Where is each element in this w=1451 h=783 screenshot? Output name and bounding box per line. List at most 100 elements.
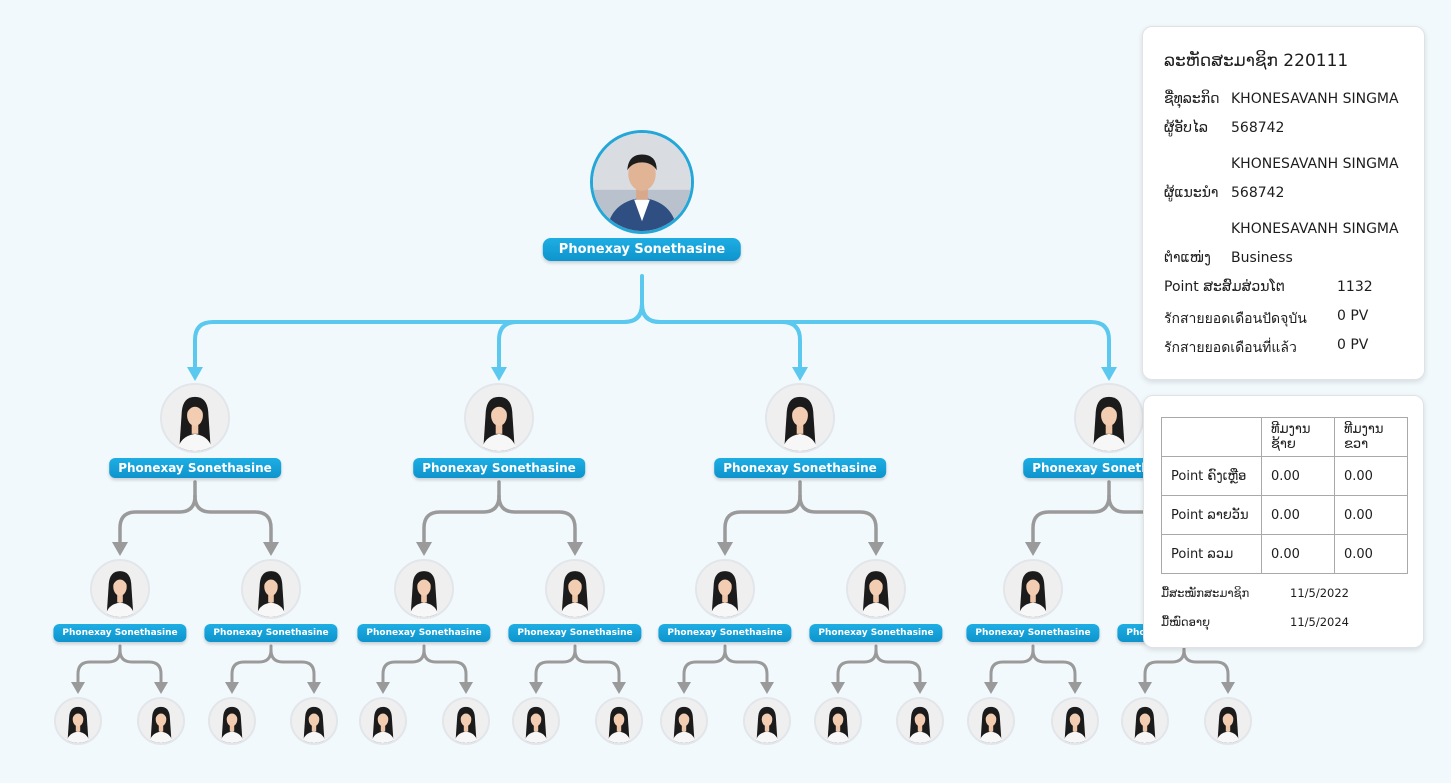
level3-avatar[interactable] <box>54 697 102 745</box>
level2-avatar[interactable] <box>545 559 605 619</box>
connector-branch <box>497 302 644 370</box>
level2-avatar[interactable] <box>695 559 755 619</box>
connector-arrow-icon <box>1101 367 1117 381</box>
level2-name-pill[interactable]: Phonexay Sonethasine <box>658 624 792 642</box>
connector-arrow-icon <box>416 542 432 556</box>
woman-photo-icon <box>1053 699 1097 743</box>
header-blank <box>1161 417 1262 457</box>
header-left-team: ທີມງານຊ້າຍ <box>1261 417 1335 457</box>
row-right-value: 0.00 <box>1334 456 1408 496</box>
row-left-value: 0.00 <box>1261 534 1335 574</box>
sponsor-id-value: 568742 <box>1231 120 1285 136</box>
connector-arrow-icon <box>307 682 321 694</box>
root-name-pill[interactable]: Phonexay Sonethasine <box>542 238 742 261</box>
level1-avatar[interactable] <box>160 383 230 453</box>
connector-arrow-icon <box>717 542 733 556</box>
connector-branch <box>836 648 878 685</box>
join-date-label: ມື້ສະໝັກສະມາຊິກ <box>1161 586 1250 600</box>
points-card: ທີມງານຊ້າຍ ທີມງານຂວາ Point ຄົງເຫຼືອ 0.00… <box>1143 395 1424 648</box>
woman-photo-icon <box>547 561 603 617</box>
growth-points-value: 1132 <box>1337 279 1373 295</box>
level3-avatar[interactable] <box>743 697 791 745</box>
connector-arrow-icon <box>831 682 845 694</box>
table-row: Point ລາຍວັນ 0.00 0.00 <box>1161 495 1408 535</box>
connector-branch <box>723 494 802 545</box>
level3-avatar[interactable] <box>1204 697 1252 745</box>
level2-name-pill[interactable]: Phonexay Sonethasine <box>357 624 491 642</box>
level1-avatar[interactable] <box>765 383 835 453</box>
connector-arrow-icon <box>792 367 808 381</box>
connector-arrow-icon <box>760 682 774 694</box>
level3-avatar[interactable] <box>1121 697 1169 745</box>
woman-photo-icon <box>745 699 789 743</box>
last-month-label: รักสายยอดเดือนที่แล้ว <box>1164 340 1297 356</box>
level3-avatar[interactable] <box>967 697 1015 745</box>
connector-branch <box>193 494 273 545</box>
level2-name-pill[interactable]: Phonexay Sonethasine <box>809 624 943 642</box>
level3-avatar[interactable] <box>442 697 490 745</box>
woman-photo-icon <box>767 385 833 451</box>
connector-arrow-icon <box>677 682 691 694</box>
connector-arrow-icon <box>868 542 884 556</box>
root-avatar[interactable] <box>590 130 694 234</box>
current-month-label: รักสายยอดเดือนปัดจุบัน <box>1164 311 1307 327</box>
join-date-value: 11/5/2022 <box>1290 586 1349 600</box>
sponsor-name-value: KHONESAVANH SINGMA <box>1231 156 1399 172</box>
connector-arrow-icon <box>1138 682 1152 694</box>
connector-branch <box>682 648 727 685</box>
connector-branch <box>118 648 163 685</box>
level3-avatar[interactable] <box>1051 697 1099 745</box>
connector-branch <box>1031 648 1077 685</box>
level2-name-pill[interactable]: Phonexay Sonethasine <box>966 624 1100 642</box>
level1-avatar[interactable] <box>1074 383 1144 453</box>
level2-avatar[interactable] <box>1003 559 1063 619</box>
connector-arrow-icon <box>1068 682 1082 694</box>
connector-branch <box>874 648 922 685</box>
level2-avatar[interactable] <box>394 559 454 619</box>
level3-avatar[interactable] <box>359 697 407 745</box>
level3-avatar[interactable] <box>660 697 708 745</box>
man-photo-icon <box>593 133 691 231</box>
connector-branch <box>193 302 644 370</box>
level2-name-pill[interactable]: Phonexay Sonethasine <box>204 624 338 642</box>
level1-avatar[interactable] <box>464 383 534 453</box>
level1-name-pill[interactable]: Phonexay Sonethasine <box>413 458 585 478</box>
woman-photo-icon <box>1005 561 1061 617</box>
table-row: Point ລວມ 0.00 0.00 <box>1161 534 1408 574</box>
connector-branch <box>573 648 621 685</box>
connector-arrow-icon <box>187 367 203 381</box>
level3-avatar[interactable] <box>512 697 560 745</box>
position-value: Business <box>1231 250 1293 266</box>
connector-branch <box>76 648 122 685</box>
woman-photo-icon <box>396 561 452 617</box>
points-table: ທີມງານຊ້າຍ ທີມງານຂວາ Point ຄົງເຫຼືອ 0.00… <box>1161 417 1408 574</box>
connector-branch <box>422 648 468 685</box>
connector-arrow-icon <box>913 682 927 694</box>
woman-photo-icon <box>139 699 183 743</box>
level3-avatar[interactable] <box>814 697 862 745</box>
level2-name-pill[interactable]: Phonexay Sonethasine <box>53 624 187 642</box>
level2-avatar[interactable] <box>241 559 301 619</box>
header-right-team: ທີມງານຂວາ <box>1334 417 1408 457</box>
woman-photo-icon <box>1123 699 1167 743</box>
level1-name-pill[interactable]: Phonexay Sonethasine <box>714 458 886 478</box>
connector-branch <box>1143 648 1186 685</box>
connector-arrow-icon <box>376 682 390 694</box>
level3-avatar[interactable] <box>896 697 944 745</box>
level2-name-pill[interactable]: Phonexay Sonethasine <box>508 624 642 642</box>
connector-branch <box>723 648 769 685</box>
level3-avatar[interactable] <box>137 697 185 745</box>
referrer-name-value: KHONESAVANH SINGMA <box>1231 221 1399 237</box>
row-label: Point ຄົງເຫຼືອ <box>1161 456 1262 496</box>
connector-branch <box>118 494 197 545</box>
level3-avatar[interactable] <box>290 697 338 745</box>
expiry-date-label: ມື້ໝົດອາຍຸ <box>1161 615 1210 629</box>
connector-arrow-icon <box>529 682 543 694</box>
level2-avatar[interactable] <box>90 559 150 619</box>
level3-avatar[interactable] <box>595 697 643 745</box>
level2-avatar[interactable] <box>846 559 906 619</box>
woman-photo-icon <box>444 699 488 743</box>
expiry-date-value: 11/5/2024 <box>1290 615 1349 629</box>
level3-avatar[interactable] <box>208 697 256 745</box>
level1-name-pill[interactable]: Phonexay Sonethasine <box>109 458 281 478</box>
